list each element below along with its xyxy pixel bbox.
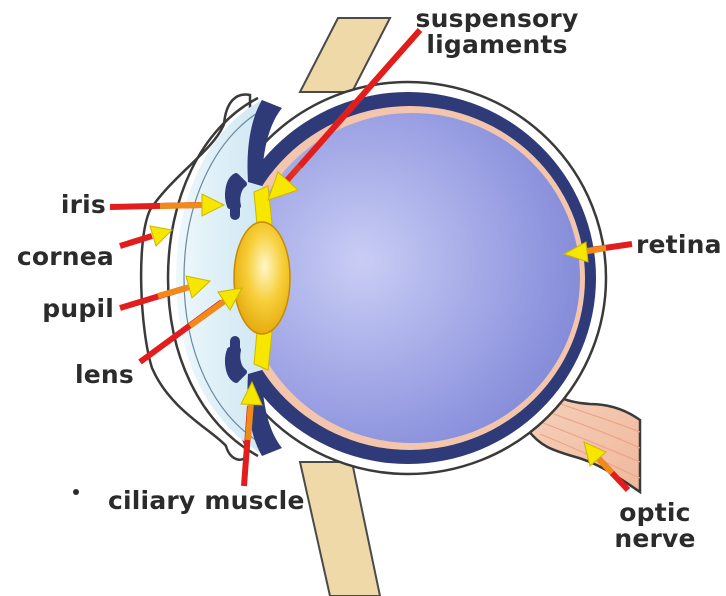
- optic-nerve-fibres: [539, 397, 641, 479]
- arrow-cornea: [119, 225, 174, 249]
- label-ciliary-muscle: ciliary muscle: [108, 486, 305, 515]
- arrow-suspensory: [267, 28, 423, 201]
- ciliary-body-upper: [247, 100, 282, 186]
- label-optic-line1: optic: [619, 498, 691, 527]
- cornea-inner-outline: [183, 109, 263, 445]
- lens-shape: [233, 221, 291, 335]
- label-lens: lens: [74, 360, 134, 389]
- arrow-ciliary: [240, 380, 263, 487]
- label-iris: iris: [60, 190, 106, 219]
- label-optic-nerve: optic nerve: [600, 498, 710, 554]
- label-optic-line2: nerve: [614, 524, 696, 554]
- lower-muscle-band: [298, 461, 382, 596]
- label-cornea: cornea: [16, 242, 114, 271]
- iris-lower-bar: [230, 336, 240, 380]
- arrow-retina: [562, 241, 633, 263]
- arrow-lens: [138, 287, 243, 365]
- label-arrows: [109, 28, 633, 493]
- iris-upper-bar: [230, 176, 240, 220]
- label-retina: retina: [636, 230, 722, 259]
- cornea-outline: [166, 96, 259, 458]
- vitreous-body: [244, 113, 580, 443]
- bullet-dot: [73, 489, 79, 495]
- label-pupil: pupil: [42, 294, 114, 323]
- label-suspensory-line2: ligaments: [426, 30, 568, 60]
- arrow-iris: [109, 193, 226, 217]
- arrow-pupil: [119, 275, 212, 311]
- label-suspensory-ligaments: suspensory ligaments: [404, 4, 590, 60]
- arrow-optic: [583, 441, 631, 493]
- label-suspensory-line1: suspensory: [415, 4, 579, 33]
